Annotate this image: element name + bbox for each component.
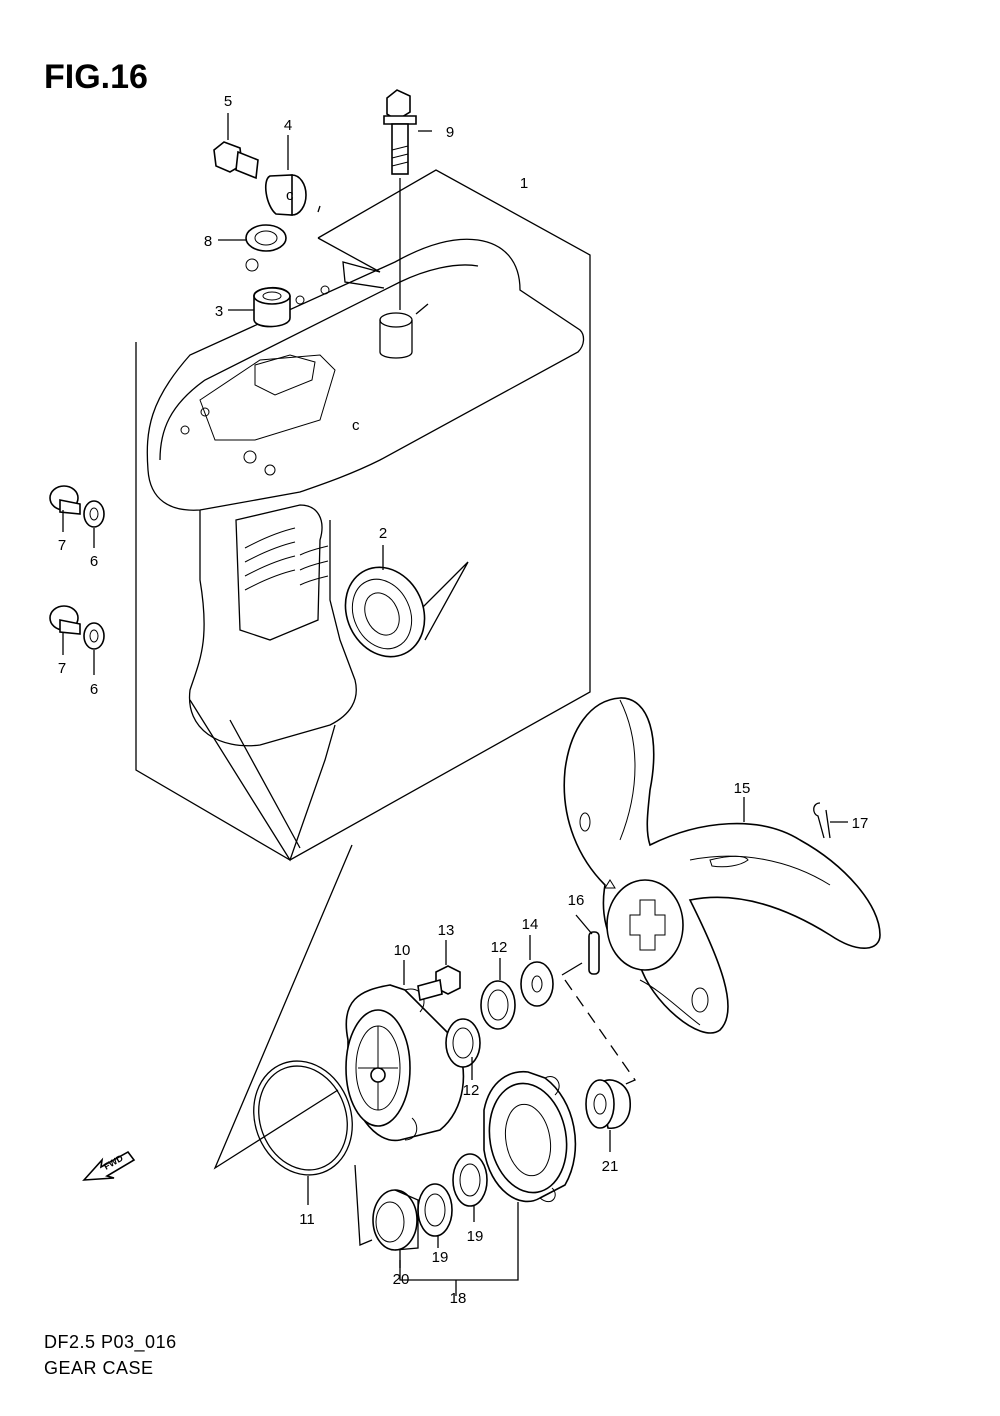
pin-part-16 bbox=[561, 914, 600, 976]
washer-part-14 bbox=[520, 935, 554, 1007]
callout-c18: 18 bbox=[450, 1290, 467, 1307]
lower-housing-part-10 bbox=[345, 960, 465, 1142]
seal-part-12-lower bbox=[445, 1018, 481, 1080]
callout-c6b: 6 bbox=[90, 681, 98, 698]
callout-c8: 8 bbox=[204, 233, 212, 250]
callout-c10: 10 bbox=[394, 942, 411, 959]
callout-c19b: 19 bbox=[467, 1228, 484, 1245]
callout-c1: 1 bbox=[520, 175, 528, 192]
figure-code: DF2.5 P03_016 bbox=[44, 1332, 177, 1352]
bearing-part-19-right bbox=[452, 1153, 488, 1222]
callout-c11: 11 bbox=[299, 1211, 315, 1228]
callout-c14: 14 bbox=[522, 916, 539, 933]
callout-c7a: 7 bbox=[58, 537, 66, 554]
callout-c7b: 7 bbox=[58, 660, 66, 677]
callout-c6a: 6 bbox=[90, 553, 98, 570]
collar-mark-c: c bbox=[286, 187, 294, 204]
gear-case-housing: c bbox=[146, 238, 585, 862]
callout-c17: 17 bbox=[852, 815, 869, 832]
callout-c19a: 19 bbox=[432, 1249, 449, 1266]
drain-plug-upper bbox=[49, 485, 105, 548]
o-ring-part-11 bbox=[253, 1060, 353, 1205]
callout-c4: 4 bbox=[284, 117, 292, 134]
bolt-part-5 bbox=[213, 113, 259, 180]
callout-c13: 13 bbox=[438, 922, 455, 939]
bolt-part-13 bbox=[417, 940, 461, 1002]
callout-c20: 20 bbox=[393, 1271, 410, 1288]
pump-case-part-18 bbox=[399, 1070, 577, 1296]
callout-c12b: 12 bbox=[463, 1082, 480, 1099]
bearing-part-2 bbox=[344, 545, 426, 658]
callout-c5: 5 bbox=[224, 93, 232, 110]
bolt-part-9 bbox=[383, 89, 432, 310]
bearing-part-19-left bbox=[417, 1183, 453, 1248]
callout-c21: 21 bbox=[602, 1158, 619, 1175]
callout-c16: 16 bbox=[568, 892, 585, 909]
propeller-part-15 bbox=[563, 697, 881, 1034]
gear-case-box bbox=[135, 169, 591, 861]
callout-c15: 15 bbox=[734, 780, 751, 797]
housing-mark-c: c bbox=[352, 417, 360, 434]
seal-part-21 bbox=[585, 1079, 631, 1152]
callout-c9: 9 bbox=[446, 124, 454, 141]
bushing-part-3 bbox=[228, 286, 291, 328]
fwd-arrow-icon: FWD bbox=[82, 1150, 136, 1181]
seal-part-12-upper bbox=[480, 958, 516, 1030]
seal-part-20 bbox=[354, 1164, 419, 1268]
seal-part-8 bbox=[218, 224, 287, 252]
cotter-pin-part-17 bbox=[813, 802, 848, 839]
figure-name: GEAR CASE bbox=[44, 1358, 154, 1378]
collar-part-4: c bbox=[264, 135, 307, 216]
callout-c12a: 12 bbox=[491, 939, 508, 956]
callout-c3: 3 bbox=[215, 303, 223, 320]
callout-c2: 2 bbox=[379, 525, 387, 542]
figure-title: FIG.16 bbox=[44, 58, 148, 96]
drain-plug-lower bbox=[49, 605, 105, 675]
